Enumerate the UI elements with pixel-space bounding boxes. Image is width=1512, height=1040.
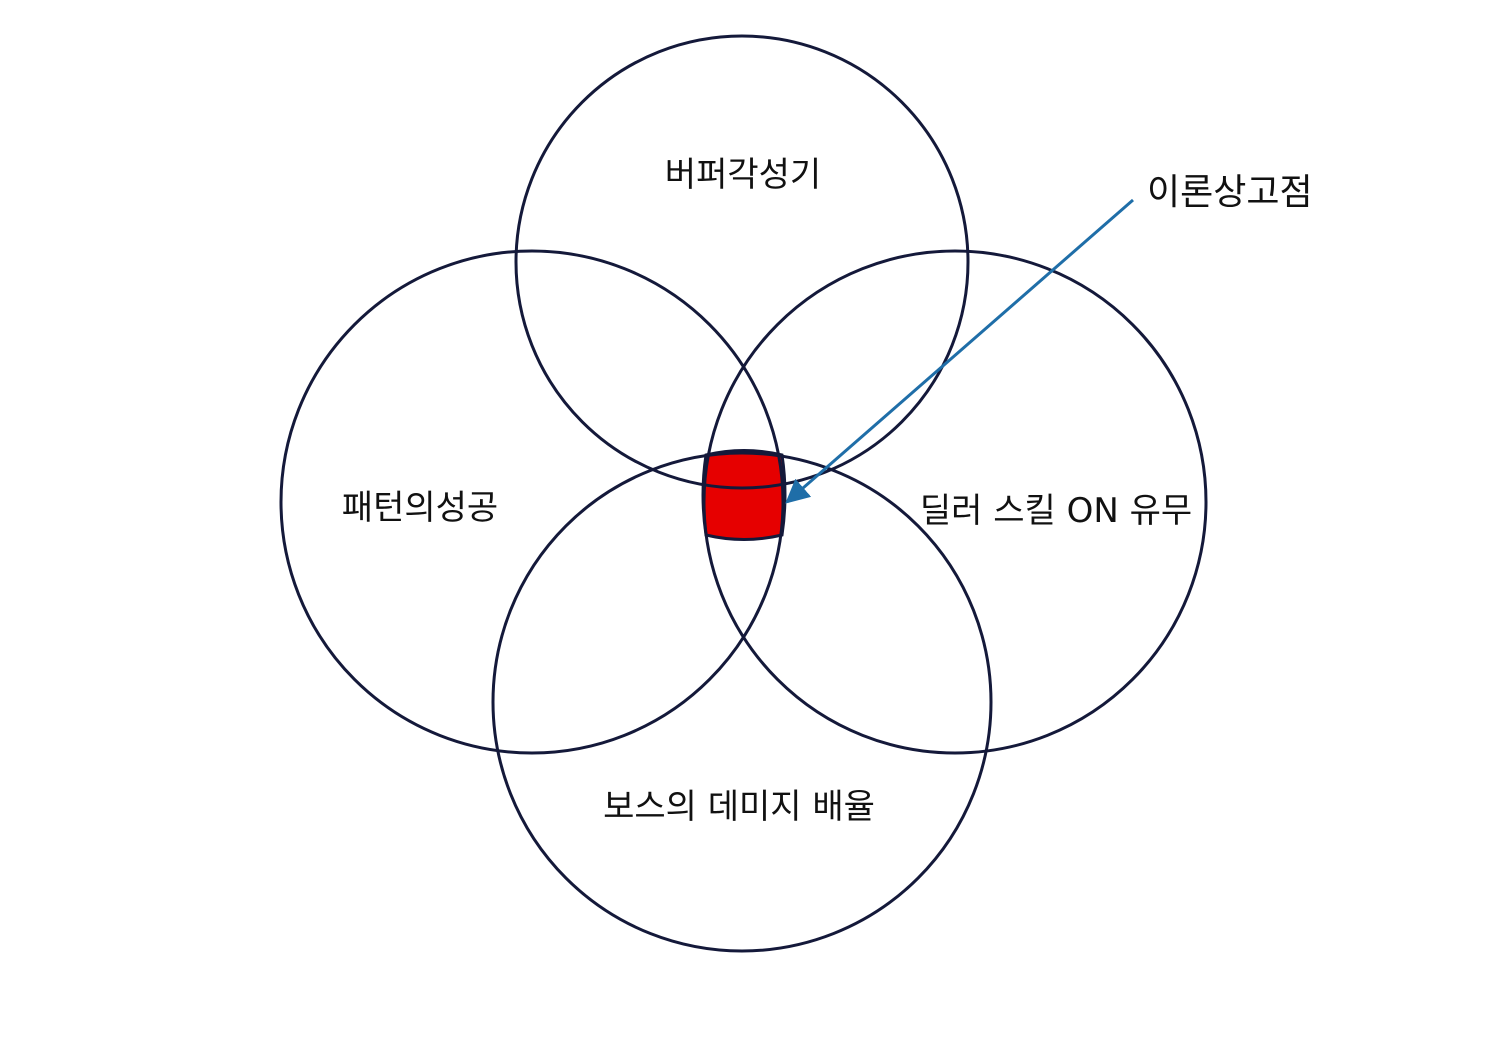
circle-left-label: 패턴의성공 [342,488,498,528]
circle-top [514,34,970,490]
circle-right-label: 딜러 스킬 ON 유무 [920,491,1192,531]
circle-bottom [491,451,993,953]
callout-label: 이론상고점 [1147,172,1313,213]
callout-arrow [785,198,1134,504]
circle-left [279,249,785,755]
circle-bottom-label: 보스의 데미지 배율 [603,787,875,827]
circle-right [702,249,1208,755]
circle-top-label: 버퍼각성기 [665,155,821,195]
intersection-highlight [701,449,787,541]
